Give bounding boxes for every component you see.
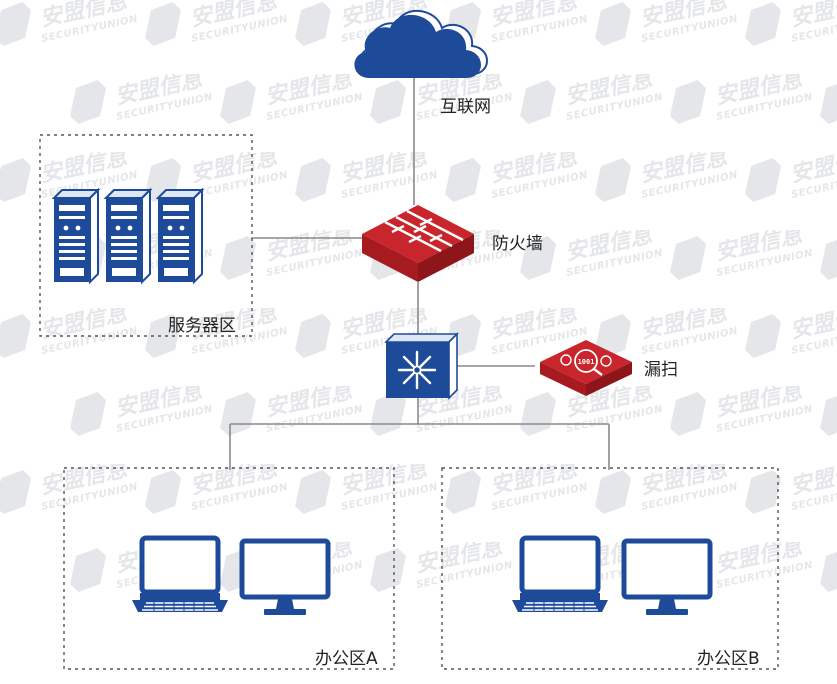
watermark-logo: 安盟信息 SECURITYUNION [740,300,837,372]
scanner-label: 漏扫 [644,360,678,380]
watermark-logo: 安盟信息 SECURITYUNION [0,300,140,372]
watermark-logo: 安盟信息 SECURITYUNION [665,66,815,138]
watermark-logo: 安盟信息 SECURITYUNION [815,542,837,606]
watermark-logo: 安盟信息 SECURITYUNION [515,378,665,450]
watermark-logo: 安盟信息 SECURITYUNION [665,378,815,450]
scanner-icon: 1001 [540,340,632,396]
office-a-box [63,467,395,670]
watermark-logo: 安盟信息 SECURITYUNION [740,144,837,216]
watermark-logo: 安盟信息 SECURITYUNION [140,456,290,528]
office-a-label: 办公区A [315,649,378,669]
firewall-icon [362,205,474,282]
watermark-logo: 安盟信息 SECURITYUNION [0,456,140,528]
watermark-logo: 安盟信息 SECURITYUNION [590,0,740,60]
watermark-logo: 安盟信息 SECURITYUNION [440,144,590,216]
scanner-badge-text: 1001 [578,358,595,366]
watermark-logo: 安盟信息 SECURITYUNION [440,456,590,528]
monitor-icon [624,541,710,615]
cloud-icon [354,9,488,79]
laptop-icon [512,538,608,612]
server-rack-icon [53,189,203,283]
server-zone-label: 服务器区 [168,316,236,336]
watermark-logo: 安盟信息 SECURITYUNION [365,534,515,606]
watermark-logo: 安盟信息 SECURITYUNION [65,66,215,138]
watermark-logo: 安盟信息 SECURITYUNION [740,456,837,528]
watermark-logo: 安盟信息 SECURITYUNION [740,0,837,60]
watermark-logo: 安盟信息 SECURITYUNION [515,66,665,138]
watermark-logo: 安盟信息 SECURITYUNION [290,144,440,216]
watermark-logo: 安盟信息 SECURITYUNION [665,222,815,294]
monitor-icon [242,541,328,615]
watermark-logo: 安盟信息 SECURITYUNION [215,222,365,294]
server-zone-box [39,134,253,337]
watermark-logo: 安盟信息 SECURITYUNION [590,456,740,528]
laptop-icon [132,538,228,612]
watermark-logo: 安盟信息 SECURITYUNION [815,386,837,450]
watermark-logo: 安盟信息 SECURITYUNION [65,378,215,450]
office-a-devices [132,538,328,615]
watermark-logo: 安盟信息 SECURITYUNION [215,378,365,450]
office-b-box [441,467,779,670]
watermark-logo: 安盟信息 SECURITYUNION [815,230,837,294]
firewall-label: 防火墙 [492,234,543,254]
switch-icon [384,332,459,400]
watermark-logo: 安盟信息 SECURITYUNION [215,66,365,138]
watermark-logo: 安盟信息 SECURITYUNION [815,74,837,138]
watermark-logo: 安盟信息 SECURITYUNION [140,0,290,60]
watermark-logo: 安盟信息 SECURITYUNION [590,144,740,216]
watermark-logo: 安盟信息 SECURITYUNION [140,300,290,372]
office-b-label: 办公区B [697,649,760,669]
office-b-devices [512,538,710,615]
watermark-logo: 安盟信息 SECURITYUNION [0,0,140,60]
watermark-logo: 安盟信息 SECURITYUNION [515,222,665,294]
connection-lines [229,78,610,470]
watermark-logo: 安盟信息 SECURITYUNION [290,456,440,528]
internet-label: 互联网 [440,97,491,117]
